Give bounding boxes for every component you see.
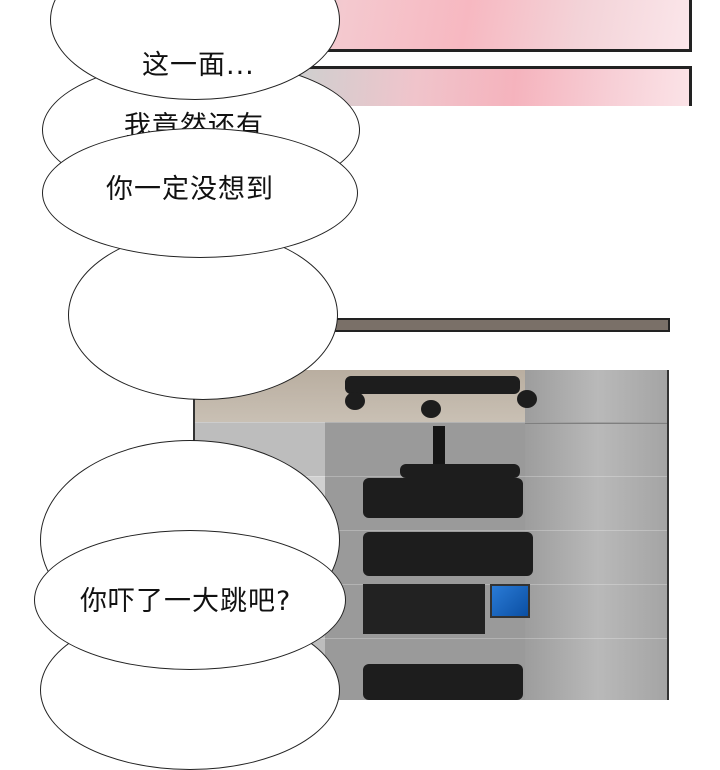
chair-seat [400,464,520,478]
chair-wheel [421,400,441,418]
laptop-screen [490,584,530,618]
chair-base [345,376,520,394]
bubble-text-3: 你一定没想到 [106,174,274,205]
chair-wheel [345,392,365,410]
mid-pink-panel [300,66,692,106]
bubble-text-4: 你吓了一大跳吧? [80,586,292,617]
chair-seat [363,664,523,700]
bubble-text-1: 这一面... [142,50,255,81]
cabinet-seam [525,422,667,424]
chair-seat [363,478,523,518]
desk-block [363,584,485,634]
filing-cabinet [525,370,667,700]
strip-line [195,422,667,423]
chair-post [433,426,445,466]
speech-bubble-3 [42,128,358,258]
speech-bubble-empty-2 [68,230,338,400]
strip-line [195,638,667,639]
chair-wheel [517,390,537,408]
speech-bubble-4 [34,530,346,670]
chair-seat [363,532,533,576]
strip-line [195,530,667,531]
